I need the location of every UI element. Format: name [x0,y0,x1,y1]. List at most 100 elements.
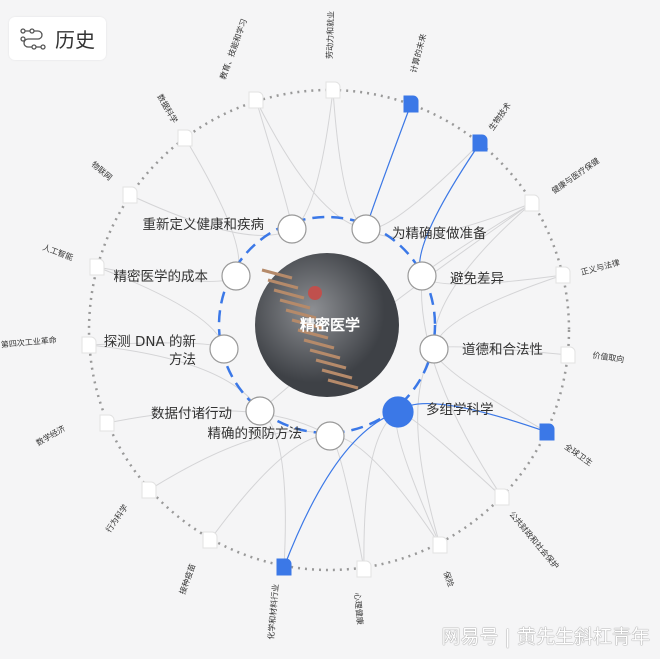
outer-node-label: 劳动力和就业 [324,11,336,59]
document-icon[interactable] [403,95,419,113]
inner-node[interactable]: 为精确度做准备 [351,214,487,244]
outer-node[interactable]: 正义与法律 [555,257,621,284]
inner-node-label: 道德和合法性 [462,342,543,358]
inner-node-label: 精密医学的成本 [114,268,209,285]
outer-node[interactable]: 接种疫苗 [177,531,218,596]
document-icon[interactable] [276,558,292,576]
inner-node-circle[interactable] [382,396,414,428]
outer-node-label: 保险 [441,570,456,588]
document-icon[interactable] [555,266,571,284]
outer-node[interactable]: 心理健康 [353,560,372,625]
outer-node-label: 数学经济 [34,423,67,448]
outer-node[interactable]: 公共财政和社会保护 [494,488,561,571]
link [255,99,293,230]
link [332,89,367,230]
inner-node[interactable]: 避免差异 [407,261,504,291]
inner-node-circle[interactable] [209,334,239,364]
inner-node-circle[interactable] [245,396,275,426]
outer-node[interactable]: 化学和材料行业 [266,558,292,640]
outer-node-label: 全球卫生 [563,441,595,468]
highlighted-link [419,142,481,277]
link [419,142,481,277]
document-icon[interactable] [539,423,555,441]
outer-node[interactable]: 数学经济 [34,414,115,448]
link [106,410,331,437]
inner-node[interactable]: 多组学科学 [382,396,494,428]
document-icon[interactable] [494,488,510,506]
outer-node[interactable]: 第四次工业革命 [0,335,97,354]
outer-node-label: 公共财政和社会保护 [507,509,561,571]
document-icon[interactable] [325,81,341,99]
link [397,411,503,498]
outer-node[interactable]: 人工智能 [41,242,105,276]
inner-node-label: 多组学科学 [426,401,494,418]
inner-node[interactable]: 道德和合法性 [419,334,543,364]
outer-node[interactable]: 价值取向 [560,346,625,364]
document-icon[interactable] [472,134,488,152]
document-icon[interactable] [122,186,138,204]
document-icon[interactable] [248,91,264,109]
outer-node-label: 数据科学 [155,92,180,125]
inner-node-circle[interactable] [407,261,437,291]
document-icon[interactable] [141,481,157,499]
outer-node[interactable]: 行为科学 [103,481,157,534]
outer-ring [87,88,571,572]
inner-node-circle[interactable] [277,214,307,244]
outer-node-label: 心理健康 [353,592,366,625]
outer-node[interactable]: 健康与医疗保健 [524,155,601,212]
link [433,348,548,433]
inner-node-circle[interactable] [221,261,251,291]
inner-node-circle[interactable] [419,334,449,364]
inner-node[interactable]: 重新定义健康和疾病 [143,214,307,244]
center-node[interactable] [255,253,399,397]
document-icon[interactable] [202,531,218,549]
history-button[interactable]: 历史 [9,17,106,60]
document-icon[interactable] [81,336,97,354]
link [291,89,334,230]
inner-node[interactable]: 精密医学的成本 [114,261,251,291]
inner-node[interactable]: 精确的预防方法 [208,421,345,451]
inner-node[interactable]: 探测 DNA 的新方法 [104,334,239,368]
document-icon[interactable] [356,560,372,578]
link [88,344,261,412]
inner-node-circle[interactable] [315,421,345,451]
dna-image [261,268,359,390]
inner-node-label: 避免差异 [450,271,504,287]
outer-node-label: 计算的未来 [408,33,428,74]
outer-node[interactable]: 全球卫生 [539,423,595,468]
outer-node-label: 行为科学 [103,502,130,534]
link [420,275,503,498]
outer-node-label: 第四次工业革命 [0,335,57,350]
outer-node[interactable]: 教育、技能和学习 [218,17,264,109]
document-icon[interactable] [432,536,448,554]
document-icon[interactable] [89,258,105,276]
sample-drop [308,286,322,300]
link [365,142,481,230]
document-icon[interactable] [560,346,576,364]
outer-node[interactable]: 物联网 [90,159,138,204]
link [329,435,365,570]
document-icon[interactable] [524,194,540,212]
history-label: 历史 [55,28,95,52]
inner-node[interactable]: 数据付诸行动 [151,396,275,426]
link [209,435,331,541]
highlighted-link [283,411,399,568]
outer-node-label: 生物技术 [486,100,513,132]
outer-node-label: 价值取向 [592,350,625,364]
outer-node[interactable]: 保险 [432,536,456,588]
outer-node[interactable]: 劳动力和就业 [324,11,341,99]
inner-node-label: 探测 DNA 的新方法 [104,334,196,368]
inner-ring [217,215,437,435]
outer-node[interactable]: 生物技术 [472,100,513,152]
link [184,137,240,277]
inner-node-label: 数据付诸行动 [151,406,232,422]
watermark: 网易号 | 黄先生斜杠青年 [441,626,650,648]
inner-node-circle[interactable] [351,214,381,244]
link [255,99,367,230]
document-icon[interactable] [177,129,193,147]
document-icon[interactable] [99,414,115,432]
link [363,411,399,570]
outer-node[interactable]: 计算的未来 [403,33,428,113]
outer-node[interactable]: 数据科学 [155,92,193,147]
